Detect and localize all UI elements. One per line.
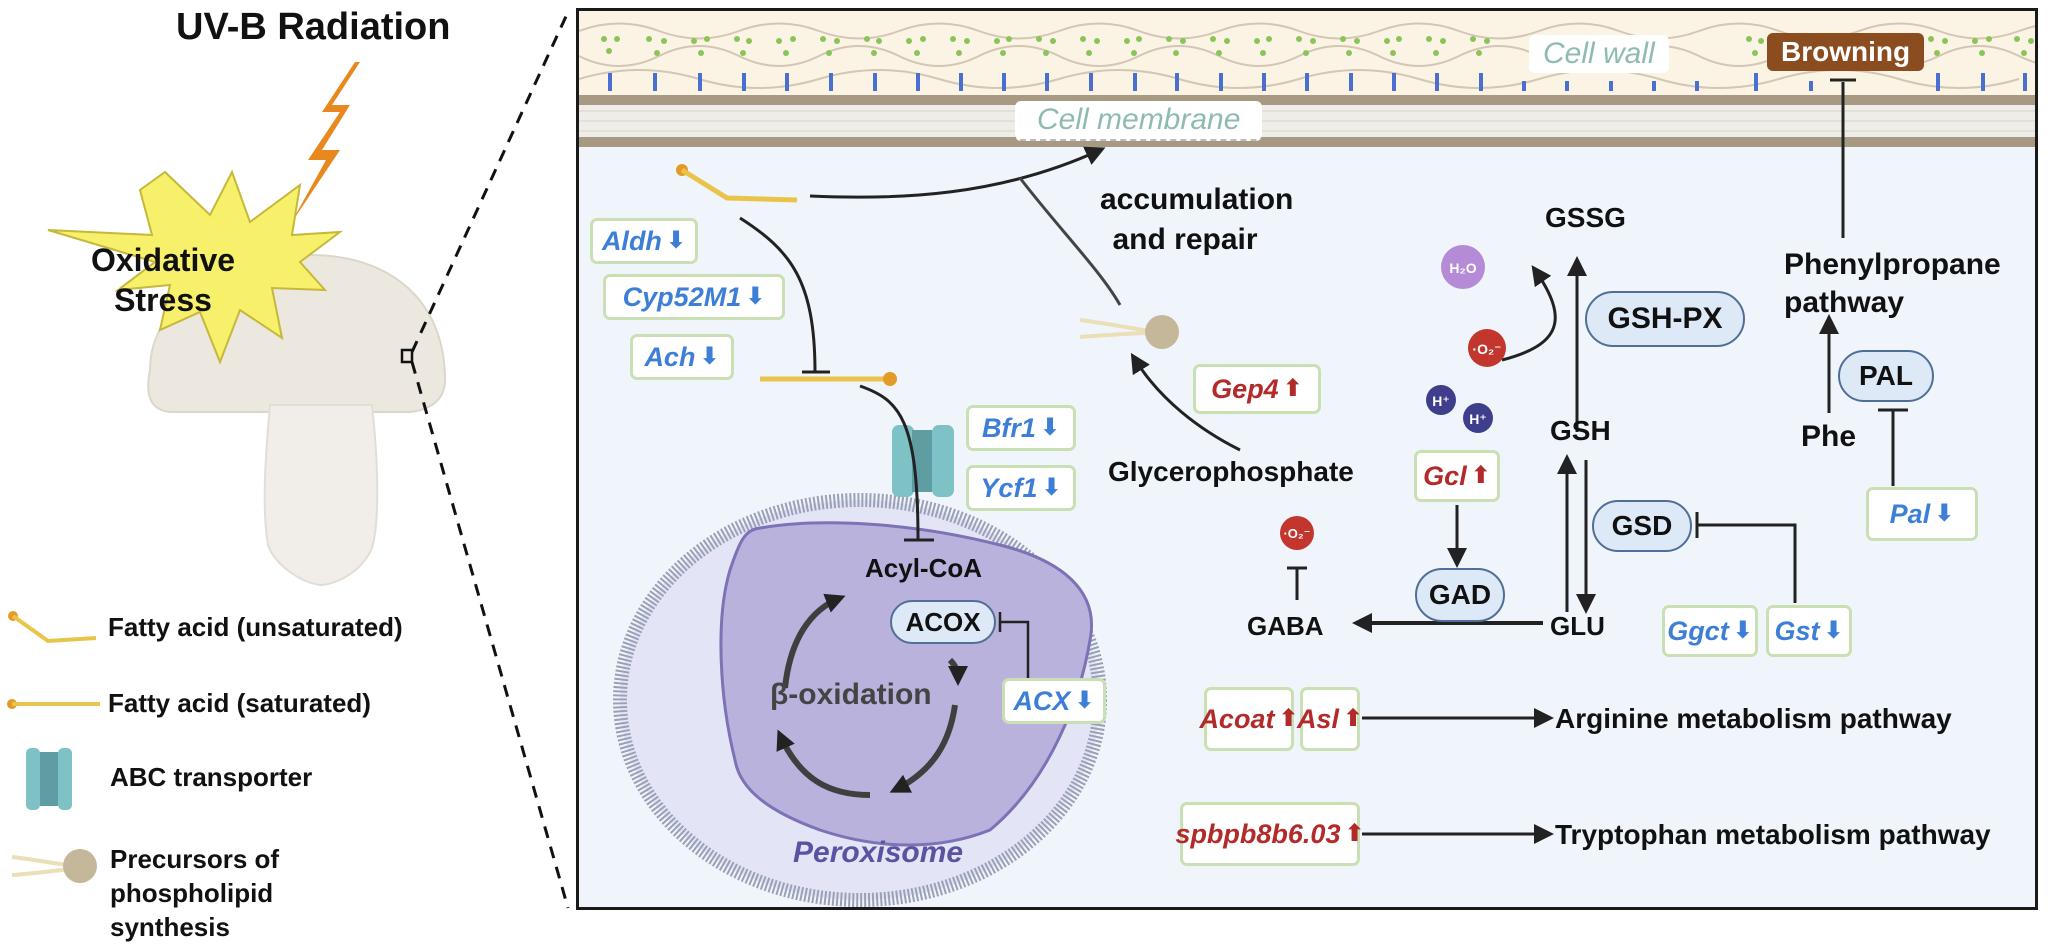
- inhibit-gst-to-gsd: [1697, 523, 1797, 603]
- mushroom-stem-icon: [263, 404, 379, 587]
- gene-acoat: Acoat⬆: [1199, 687, 1299, 751]
- gene-gcl: Gcl⬆: [1414, 450, 1500, 502]
- gene-gep4: Gep4⬆: [1193, 364, 1321, 414]
- gene-ach: Ach⬇: [630, 334, 734, 380]
- left-illustration: [7, 11, 570, 909]
- legend-item-abc: ABC transporter: [110, 762, 313, 792]
- unsaturated-fatty-acid-icon: [8, 611, 97, 644]
- gene-spbpb8b6: spbpb8b6.03⬆: [1175, 802, 1365, 866]
- enzyme-gad: GAD: [1415, 568, 1505, 622]
- enzyme-acox: ACOX: [890, 600, 996, 644]
- gene-acx: ACX⬇: [1002, 678, 1106, 724]
- beta-oxidation-label: β-oxidation: [770, 678, 932, 711]
- beta-oxidation-cycle: [776, 593, 968, 798]
- glu-label: GLU: [1550, 611, 1605, 641]
- pathway-diagram: H₂O ·O₂⁻ H⁺ H⁺ ·O₂⁻: [613, 78, 1908, 907]
- zoom-marker-icon: [400, 348, 414, 364]
- down-arrow-icon: ⬇: [699, 343, 720, 370]
- up-arrow-icon: ⬆: [1282, 375, 1303, 402]
- gssg-label: GSSG: [1545, 202, 1626, 233]
- abc-transporter-icon: [26, 748, 72, 810]
- up-arrow-icon: ⬆: [1344, 820, 1365, 847]
- figure-title: UV-B Radiation: [176, 6, 451, 48]
- gene-pal: Pal⬇: [1866, 487, 1978, 541]
- gene-cyp52m1: Cyp52M1⬇: [603, 274, 785, 320]
- h-ion-molecule-1: [1426, 385, 1456, 415]
- gene-ycf1: Ycf1⬇: [966, 465, 1076, 511]
- glycerophosphate-label: Glycerophosphate: [1108, 456, 1354, 487]
- gene-aldh: Aldh⬇: [590, 218, 698, 264]
- o2-radical-molecule-gaba: [1280, 516, 1314, 550]
- h2o-molecule: [1441, 245, 1485, 289]
- h-ion-text-1: H⁺: [1432, 393, 1450, 409]
- browning-badge: Browning: [1767, 33, 1925, 71]
- inhibit-unsaturated-to-saturated: [739, 216, 817, 373]
- gene-gst: Gst⬇: [1766, 605, 1852, 657]
- down-arrow-icon: ⬇: [1039, 414, 1061, 441]
- phospholipid-precursor-icon: [11, 849, 97, 883]
- up-arrow-icon: ⬆: [1342, 705, 1364, 732]
- lightning-icon: [290, 62, 360, 225]
- phenylpropane-label: Phenylpropane pathway: [1784, 248, 2001, 319]
- gene-ggct: Ggct⬇: [1662, 605, 1758, 657]
- legend-item-unsaturated: Fatty acid (unsaturated): [108, 612, 403, 642]
- down-arrow-icon: ⬇: [1074, 687, 1095, 714]
- arginine-pathway-label: Arginine metabolism pathway: [1555, 703, 1952, 734]
- o2-text: ·O₂⁻: [1472, 341, 1501, 357]
- o2-text-gaba: ·O₂⁻: [1283, 526, 1310, 541]
- down-arrow-icon: ⬇: [1934, 500, 1955, 527]
- h2o-text: H₂O: [1449, 260, 1476, 276]
- down-arrow-icon: ⬇: [665, 227, 687, 254]
- arrow-precursor-to-membrane: [1018, 177, 1122, 306]
- gene-bfr1: Bfr1⬇: [966, 405, 1076, 451]
- tryptophan-pathway-label: Tryptophan metabolism pathway: [1555, 819, 1991, 850]
- arrow-glycerophosphate-to-precursor: [1130, 352, 1241, 452]
- arrow-o2-to-h2o: [1501, 265, 1557, 362]
- peroxisome-label: Peroxisome: [793, 836, 964, 869]
- enzyme-pal: PAL: [1838, 350, 1934, 402]
- inhibit-saturated-to-acylcoa: [859, 384, 920, 541]
- accumulation-repair-label: accumulation and repair: [1100, 183, 1294, 256]
- cell-wall-label: Cell wall: [1529, 35, 1669, 73]
- legend-item-saturated: Fatty acid (saturated): [108, 688, 371, 718]
- gsh-label: GSH: [1550, 415, 1611, 446]
- inhibit-acx-to-acox: [1000, 620, 1030, 680]
- down-arrow-icon: ⬇: [745, 283, 766, 310]
- starburst-icon: [47, 169, 344, 365]
- abc-transporter: [892, 425, 954, 497]
- h-ion-molecule-2: [1463, 403, 1493, 433]
- o2-radical-molecule: [1468, 329, 1506, 367]
- down-arrow-icon: ⬇: [1823, 617, 1844, 644]
- acyl-coa-label: Acyl-CoA: [865, 553, 983, 583]
- down-arrow-icon: ⬇: [1041, 474, 1062, 501]
- phe-label: Phe: [1801, 420, 1857, 453]
- saturated-fatty-acid-icon: [7, 699, 100, 709]
- gene-asl: Asl⬆: [1297, 687, 1364, 751]
- stress-label: Oxidative Stress: [90, 242, 236, 318]
- enzyme-gsh-px: GSH-PX: [1585, 291, 1745, 347]
- unsaturated-fatty-acid-molecule: [676, 164, 798, 203]
- up-arrow-icon: ⬆: [1278, 705, 1299, 732]
- saturated-fatty-acid-molecule: [760, 372, 897, 386]
- phospholipid-precursor-molecule: [1079, 315, 1179, 349]
- gaba-label: GABA: [1247, 611, 1324, 641]
- arrow-fa-to-membrane: [809, 146, 1106, 199]
- down-arrow-icon: ⬇: [1732, 617, 1753, 644]
- h-ion-text-2: H⁺: [1469, 411, 1487, 427]
- up-arrow-icon: ⬆: [1470, 462, 1491, 489]
- cell-membrane-label: Cell membrane: [1015, 101, 1263, 141]
- enzyme-gsd: GSD: [1592, 500, 1692, 552]
- zoom-line-bottom: [410, 361, 570, 909]
